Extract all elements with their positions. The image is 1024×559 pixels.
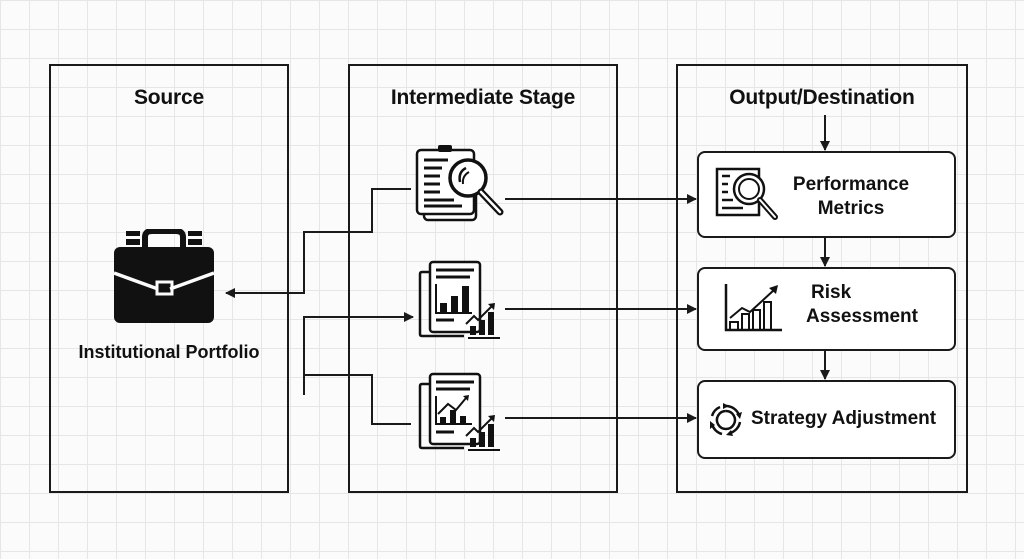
edge-source-to-intermediate1 bbox=[303, 312, 414, 395]
risk-label-line2: Assessment bbox=[806, 306, 918, 327]
document-magnifier-icon bbox=[415, 145, 504, 222]
source-label: Institutional Portfolio bbox=[78, 342, 260, 362]
risk-label-line1: Risk bbox=[811, 282, 852, 303]
briefcase-icon bbox=[113, 229, 215, 323]
output-title: Output/Destination bbox=[729, 86, 915, 109]
node-performance-metrics[interactable]: Performance Metrics bbox=[697, 151, 956, 238]
edge-source-to-intermediate2 bbox=[304, 374, 411, 425]
strategy-label: Strategy Adjustment bbox=[751, 408, 937, 429]
edge-intermediate0-to-source bbox=[225, 188, 411, 298]
bar-chart-report-icon bbox=[418, 260, 500, 339]
node-strategy-adjustment[interactable]: Strategy Adjustment bbox=[697, 380, 956, 459]
node-risk-assessment[interactable]: Risk Assessment bbox=[697, 267, 956, 351]
performance-label: Performance Metrics bbox=[781, 173, 921, 221]
source-panel: Source bbox=[49, 64, 289, 493]
performance-document-magnifier-icon bbox=[715, 167, 778, 220]
performance-label-line1: Performance bbox=[792, 174, 910, 195]
intermediate-title: Intermediate Stage bbox=[390, 86, 576, 109]
risk-label: Risk Assessment bbox=[797, 281, 927, 329]
output-panel: Output/Destination bbox=[676, 64, 968, 493]
trend-chart-report-icon bbox=[418, 372, 500, 451]
cycle-arrows-icon bbox=[710, 403, 742, 436]
performance-label-line2: Metrics bbox=[817, 198, 885, 219]
source-title: Source bbox=[134, 86, 204, 109]
intermediate-panel: Intermediate Stage bbox=[348, 64, 618, 493]
growth-chart-icon bbox=[724, 284, 782, 332]
